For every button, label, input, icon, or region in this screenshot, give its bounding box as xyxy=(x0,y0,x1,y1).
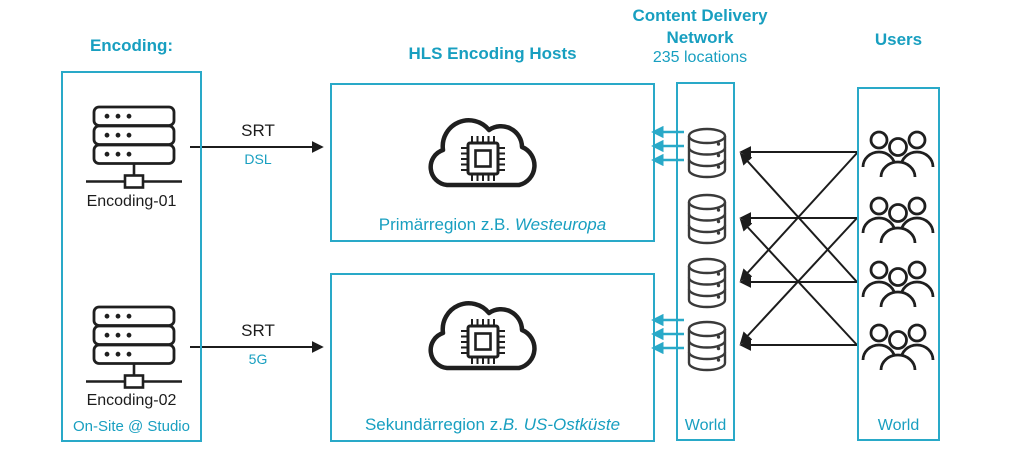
hls-section-title: HLS Encoding Hosts xyxy=(408,44,577,63)
cloud-encoder-icon xyxy=(428,118,537,188)
primary-region-label: Primärregion z.B. Westeuropa xyxy=(330,215,655,235)
server-icon xyxy=(86,105,182,189)
cdn-pull-arrows-primary xyxy=(651,125,684,167)
cdn-pull-arrows-secondary xyxy=(651,313,684,355)
cpu-chip-icon xyxy=(461,136,505,181)
user-request-arrows xyxy=(739,146,858,351)
link2-protocol-label: SRT xyxy=(241,321,275,340)
hls-primary-box xyxy=(330,83,655,242)
onsite-studio-note: On-Site @ Studio xyxy=(73,418,190,435)
cdn-title-line2: Network xyxy=(666,28,734,47)
secondary-region-label: Sekundärregion z.B. US-Ostküste xyxy=(330,415,655,435)
cdn-box xyxy=(676,82,735,441)
encoding-section-title: Encoding: xyxy=(89,36,174,55)
secondary-region-label-regular: Sekundärregion z. xyxy=(364,415,503,434)
primary-region-label-regular: Primärregion z.B. xyxy=(378,215,515,234)
primary-region-label-italic: Westeuropa xyxy=(514,215,607,234)
users-section-title: Users xyxy=(874,30,923,49)
users-group-icon xyxy=(861,323,935,371)
link2-transport-label: 5G xyxy=(248,351,268,367)
users-group-icon xyxy=(861,130,935,178)
server1-label: Encoding-01 xyxy=(86,193,177,210)
cdn-world-label: World xyxy=(684,417,727,434)
users-group-icon xyxy=(861,260,935,308)
users-box xyxy=(857,87,940,441)
server2-label: Encoding-02 xyxy=(86,392,177,409)
link1-transport-label: DSL xyxy=(244,151,272,167)
cdn-subtitle: 235 locations xyxy=(652,49,748,66)
server-icon xyxy=(86,305,182,389)
encoding-box xyxy=(61,71,202,442)
users-group-icon xyxy=(861,196,935,244)
cloud-encoder-icon xyxy=(428,301,537,371)
hls-secondary-box xyxy=(330,273,655,442)
database-icon xyxy=(687,257,727,309)
srt-link-arrows xyxy=(190,141,324,353)
database-icon xyxy=(687,127,727,179)
cpu-chip-icon xyxy=(461,319,505,364)
link1-protocol-label: SRT xyxy=(241,121,275,140)
database-icon xyxy=(687,193,727,245)
cdn-title-line1: Content Delivery xyxy=(632,6,768,25)
database-icon xyxy=(687,320,727,372)
secondary-region-label-italic: B. US-Ostküste xyxy=(502,415,621,434)
users-world-label: World xyxy=(877,417,920,434)
